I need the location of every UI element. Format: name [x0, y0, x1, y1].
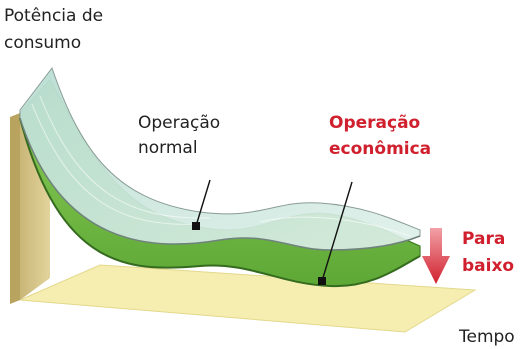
x-axis-label: Tempo — [459, 327, 515, 347]
economic-operation-label-line2: econômica — [329, 139, 432, 159]
normal-operation-label-line2: normal — [138, 138, 198, 158]
wall-side — [10, 113, 20, 304]
direction-label-line2: baixo — [462, 256, 515, 276]
direction-label-line1: Para — [462, 229, 506, 249]
y-axis-label-line2: consumo — [4, 33, 82, 53]
floor-plane — [19, 264, 477, 333]
y-axis-label-line1: Potência de — [4, 6, 104, 26]
economic-curve-edge — [19, 117, 421, 288]
down-arrow-icon — [422, 228, 450, 284]
normal-marker — [192, 222, 200, 230]
economic-marker — [318, 277, 326, 285]
normal-operation-label-line1: Operação — [138, 113, 221, 133]
glass-streaks — [31, 95, 411, 237]
economic-leader-line — [321, 181, 353, 282]
normal-leader-line — [195, 179, 211, 227]
economic-operation-label-line1: Operação — [329, 113, 421, 133]
normal-curve-edge — [19, 117, 421, 251]
